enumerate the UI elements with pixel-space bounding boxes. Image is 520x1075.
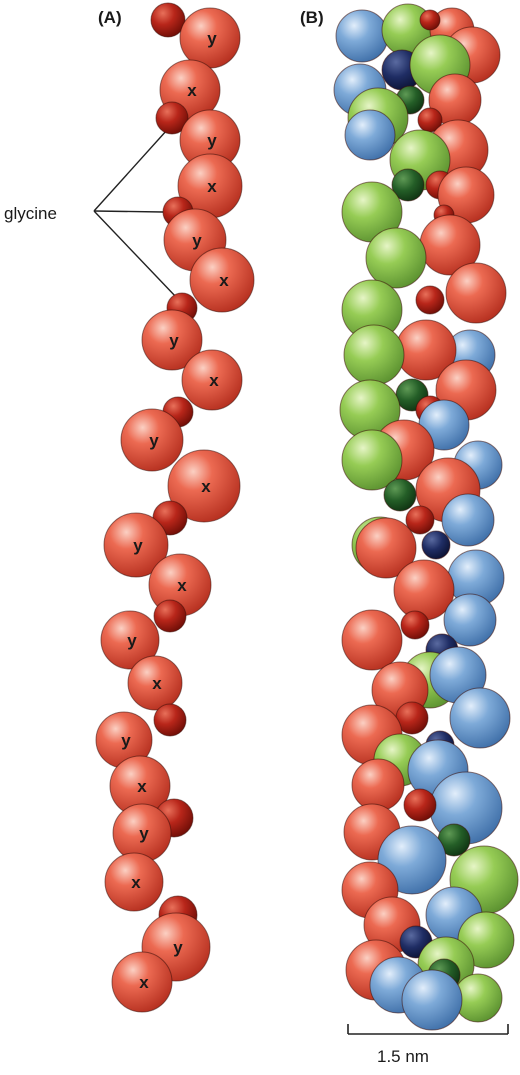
- helix-glycine-dark-red: [416, 286, 444, 314]
- glycine-pointer-line: [94, 130, 167, 211]
- glycine-residue: [151, 3, 185, 37]
- residue-letter-x: x: [187, 81, 197, 100]
- residue-letter-x: x: [177, 576, 187, 595]
- helix-residue-red: [446, 263, 506, 323]
- helix-residue-red: [394, 560, 454, 620]
- residue-letter-y: y: [173, 938, 183, 957]
- helix-glycine-dark-red: [401, 611, 429, 639]
- residue-letter-x: x: [201, 477, 211, 496]
- residue-letter-x: x: [207, 177, 217, 196]
- panel-b-label: (B): [300, 8, 324, 27]
- residue-letter-y: y: [192, 231, 202, 250]
- residue-letter-x: x: [137, 777, 147, 796]
- residue-letter-y: y: [149, 431, 159, 450]
- helix-residue-red: [342, 610, 402, 670]
- residue-letter-y: y: [121, 731, 131, 750]
- glycine-residue: [154, 600, 186, 632]
- triple-helix-panel-b: [334, 4, 518, 1030]
- residue-letter-y: y: [207, 29, 217, 48]
- scale-bar-label: 1.5 nm: [377, 1047, 429, 1066]
- helix-residue-blue: [336, 10, 388, 62]
- residue-letter-y: y: [207, 131, 217, 150]
- panel-a-label: (A): [98, 8, 122, 27]
- helix-residue-blue: [402, 970, 462, 1030]
- helix-residue-red: [352, 759, 404, 811]
- residue-letter-y: y: [169, 331, 179, 350]
- helix-residue-blue: [345, 110, 395, 160]
- helix-residue-blue: [450, 688, 510, 748]
- helix-glycine-dark-red: [404, 789, 436, 821]
- residue-letter-x: x: [139, 973, 149, 992]
- residue-letter-y: y: [139, 824, 149, 843]
- glycine-label: glycine: [4, 204, 57, 223]
- residue-letter-x: x: [209, 371, 219, 390]
- helix-glycine-dark-red: [420, 10, 440, 30]
- residue-letter-x: x: [152, 674, 162, 693]
- helix-residue-blue: [442, 494, 494, 546]
- helix-residue-green: [366, 228, 426, 288]
- residue-letter-y: y: [127, 631, 137, 650]
- glycine-pointer-line: [94, 211, 163, 212]
- glycine-pointer-line: [94, 211, 177, 298]
- glycine-residue: [154, 704, 186, 736]
- helix-residue-green: [344, 325, 404, 385]
- helix-glycine-dark-green: [384, 479, 416, 511]
- residue-letter-y: y: [133, 536, 143, 555]
- single-chain-panel-a: y x y x y x y x y x y x y x y x y x y x: [96, 3, 254, 1012]
- residue-letter-x: x: [131, 873, 141, 892]
- residue-letter-x: x: [219, 271, 229, 290]
- helix-glycine-navy: [422, 531, 450, 559]
